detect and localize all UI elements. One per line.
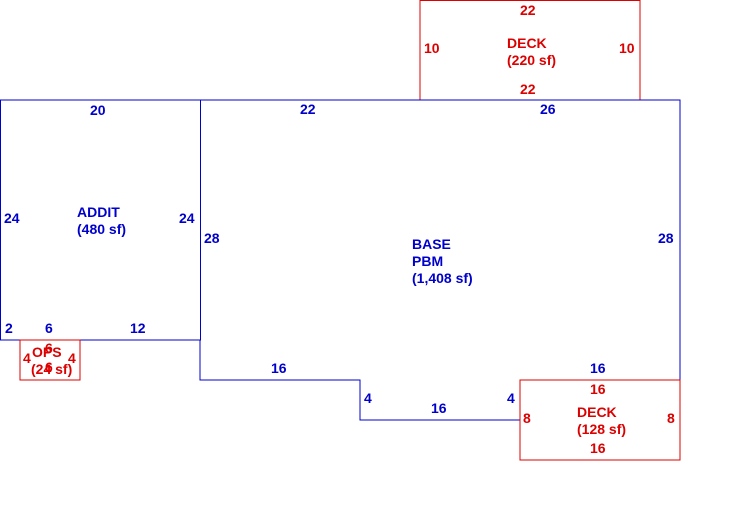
deck-top-area-label: (220 sf) — [507, 52, 556, 68]
base-dim-right: 28 — [658, 230, 674, 246]
ops-dim-left: 4 — [23, 350, 31, 366]
base-area[interactable]: 22 26 28 28 16 16 4 16 4 BASE PBM (1,408… — [199, 99, 681, 421]
base-dim-notch-bottom: 16 — [431, 400, 447, 416]
deck-top-dim-right: 10 — [619, 40, 635, 56]
base-dim-top-right: 26 — [540, 101, 556, 117]
addition-area-label: (480 sf) — [77, 221, 126, 237]
deck-bottom-dim-right: 8 — [667, 410, 675, 426]
base-dim-notch-left: 4 — [364, 390, 372, 406]
ops-dim-right: 4 — [68, 350, 76, 366]
base-dim-top-left: 22 — [300, 101, 316, 117]
addition-dim-bottom-mid: 6 — [45, 320, 53, 336]
deck-bottom-dim-top: 16 — [590, 381, 606, 397]
deck-top-label: DECK — [507, 35, 547, 51]
base-dim-left: 28 — [204, 230, 220, 246]
deck-bottom-area-label: (128 sf) — [577, 421, 626, 437]
ops-dim-bottom: 6 — [45, 359, 53, 375]
base-dim-bottom-right: 16 — [590, 360, 606, 376]
ops-dim-top: 6 — [45, 340, 53, 356]
addition-area[interactable]: 20 24 24 2 6 12 ADDIT (480 sf) — [0, 99, 201, 341]
base-area-label: (1,408 sf) — [412, 270, 473, 286]
deck-bottom-dim-bottom: 16 — [590, 440, 606, 456]
addition-dim-left: 24 — [4, 210, 20, 226]
deck-bottom-label: DECK — [577, 404, 617, 420]
deck-top-dim-bottom: 22 — [520, 81, 536, 97]
ops-area-label: (24 sf) — [31, 361, 72, 377]
deck-bottom-area[interactable]: 16 16 8 8 DECK (128 sf) — [519, 379, 681, 461]
deck-bottom-outline — [519, 379, 681, 461]
ops-area[interactable]: 6 6 4 4 OPS (24 sf) — [19, 339, 81, 381]
addition-dim-right: 24 — [179, 210, 195, 226]
base-label-line1: BASE — [412, 236, 451, 252]
deck-bottom-dim-left: 8 — [523, 410, 531, 426]
deck-top-area[interactable]: 22 22 10 10 DECK (220 sf) — [419, 0, 641, 101]
addition-dim-bottom-left: 2 — [5, 320, 13, 336]
deck-top-dim-top: 22 — [520, 2, 536, 18]
addition-dim-top: 20 — [90, 102, 106, 118]
ops-outline — [19, 339, 81, 381]
base-dim-bottom-left: 16 — [271, 360, 287, 376]
deck-top-dim-left: 10 — [424, 40, 440, 56]
base-label-line2: PBM — [412, 253, 443, 269]
addition-dim-bottom-right: 12 — [130, 320, 146, 336]
base-dim-notch-right: 4 — [507, 390, 515, 406]
addition-outline — [0, 99, 201, 341]
addition-label: ADDIT — [77, 204, 120, 220]
ops-label: OPS — [32, 344, 62, 360]
